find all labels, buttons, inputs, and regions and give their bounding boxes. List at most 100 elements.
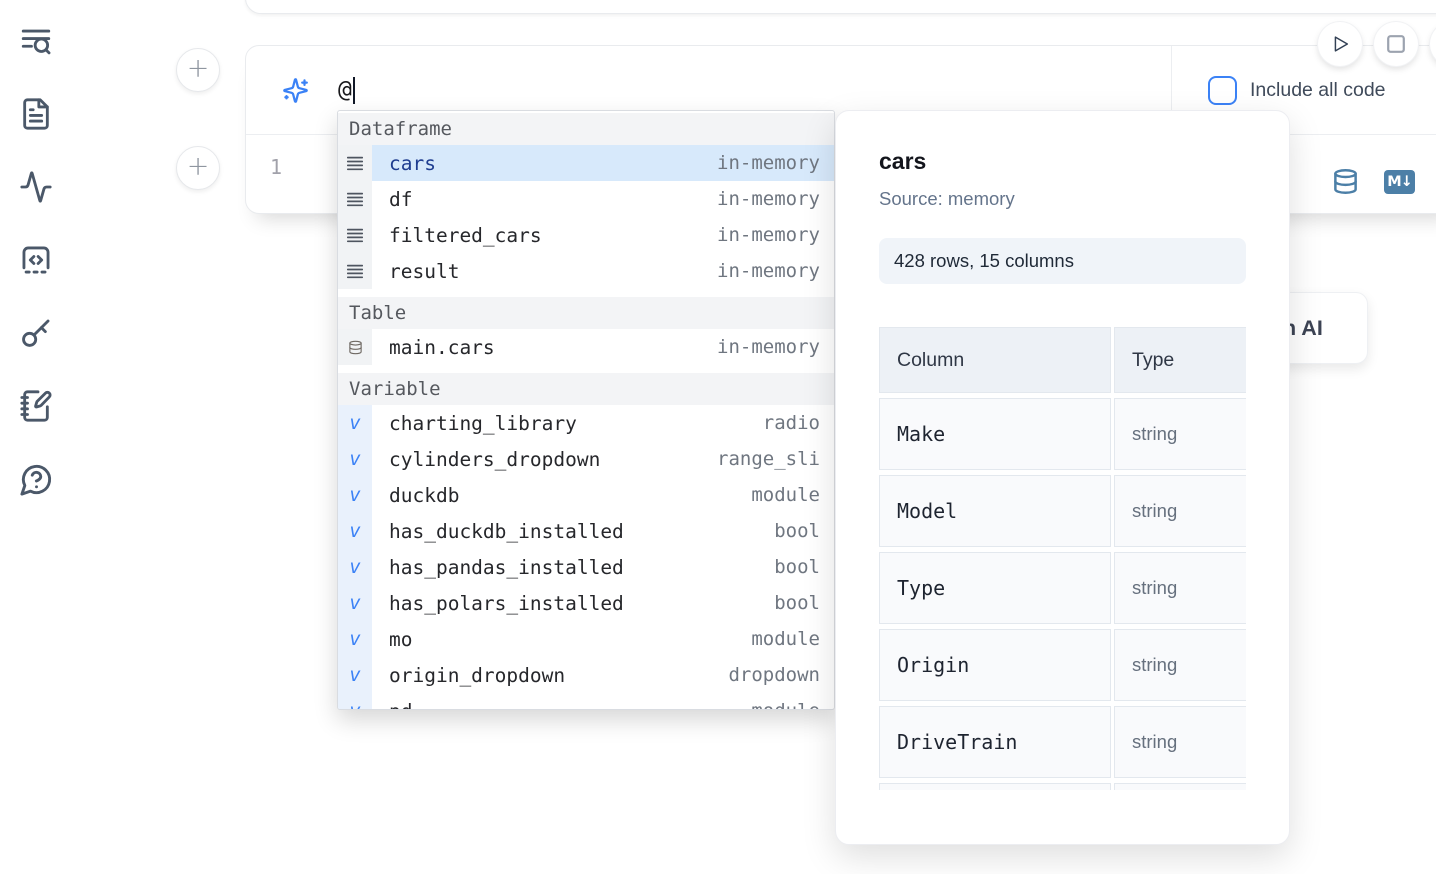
column-name-cell (879, 783, 1111, 790)
key-icon (19, 316, 53, 350)
completion-item-name: result (389, 259, 460, 283)
completion-item-name: charting_library (389, 411, 577, 435)
variable-icon: v (349, 412, 361, 434)
line-number: 1 (270, 155, 283, 179)
variable-icon: v (349, 520, 361, 542)
add-cell-below-button[interactable]: + (176, 146, 220, 190)
previous-cell-edge (245, 0, 1436, 14)
dataframe-preview-popup: cars Source: memory 428 rows, 15 columns… (835, 110, 1290, 845)
stop-icon (1385, 33, 1407, 55)
completion-item-name: filtered_cars (389, 223, 542, 247)
include-all-code-checkbox[interactable] (1208, 75, 1237, 105)
completion-row[interactable]: v pd module (338, 693, 834, 710)
code-editor-row[interactable]: 1 M↓ (246, 134, 1436, 213)
completion-row: Dataframe v (338, 113, 834, 145)
completion-row[interactable]: v origin_dropdown dropdown (338, 657, 834, 693)
markdown-icon[interactable]: M↓ (1384, 169, 1415, 194)
column-type-cell: string (1114, 552, 1246, 624)
ai-prompt-value: @ (338, 77, 352, 103)
dataframe-icon (347, 228, 363, 242)
completion-item-type: in-memory (717, 336, 820, 358)
completion-item-name: has_polars_installed (389, 591, 624, 615)
sidebar-item-secrets[interactable] (18, 315, 54, 351)
variable-icon: v (349, 592, 361, 614)
completion-item-type: in-memory (717, 224, 820, 246)
run-cell-button[interactable] (1318, 22, 1362, 66)
database-icon[interactable] (1332, 166, 1359, 197)
completion-item-type: in-memory (717, 188, 820, 210)
column-name-cell: Type (879, 552, 1111, 624)
completion-row[interactable]: v result in-memory (338, 253, 834, 289)
preview-source: Source: memory (879, 188, 1015, 209)
completion-row[interactable]: v cylinders_dropdown range_sli (338, 441, 834, 477)
completion-row[interactable]: v main.cars in-memory (338, 329, 834, 365)
completion-row[interactable]: v df in-memory (338, 181, 834, 217)
completion-row: Variable v (338, 373, 834, 405)
completion-item-name: origin_dropdown (389, 663, 566, 687)
completion-section-label: Variable (349, 378, 441, 400)
stop-button[interactable] (1374, 22, 1418, 66)
sidebar-item-dependencies[interactable] (18, 169, 54, 205)
completion-item-name: df (389, 187, 413, 211)
completion-item-name: cars (389, 151, 436, 175)
dataframe-icon (347, 264, 363, 278)
column-type-cell: string (1114, 475, 1246, 547)
completion-item-name: pd (389, 700, 412, 710)
play-icon (1329, 33, 1351, 55)
list-search-icon (19, 24, 53, 58)
completion-row[interactable]: v has_polars_installed bool (338, 585, 834, 621)
completion-item-name: cylinders_dropdown (389, 447, 601, 471)
completion-row: Table v (338, 297, 834, 329)
sidebar-item-file-explorer[interactable] (18, 23, 54, 59)
completion-row[interactable]: v charting_library radio (338, 405, 834, 441)
completion-item-type: bool (774, 592, 820, 614)
completion-item-type: module (751, 484, 820, 506)
column-name-cell: Origin (879, 629, 1111, 701)
file-text-icon (19, 97, 53, 131)
ai-prompt-options: Include all code (1171, 46, 1436, 134)
completion-row[interactable]: v cars in-memory (338, 145, 834, 181)
variable-icon: v (349, 628, 361, 650)
sidebar-item-documentation[interactable] (18, 96, 54, 132)
add-cell-above-button[interactable]: + (176, 48, 220, 92)
completion-row[interactable]: v duckdb module (338, 477, 834, 513)
sidebar-item-snippets[interactable] (18, 242, 54, 278)
activity-icon (19, 170, 53, 204)
ai-prompt-input[interactable]: @ (338, 76, 355, 104)
completion-row[interactable]: v mo module (338, 621, 834, 657)
completion-item-type: bool (774, 556, 820, 578)
column-type-cell: string (1114, 398, 1246, 470)
column-name-cell: Make (879, 398, 1111, 470)
preview-schema-table: Column Type Make string Model string Typ… (879, 327, 1246, 790)
table-database-icon (348, 340, 362, 354)
variable-icon: v (349, 484, 361, 506)
completion-row[interactable]: v has_duckdb_installed bool (338, 513, 834, 549)
notebook-pen-icon (19, 389, 53, 423)
variable-icon: v (349, 700, 360, 709)
sidebar-item-scratchpad[interactable] (18, 388, 54, 424)
code-snippets-icon (19, 243, 53, 277)
completion-item-name: has_duckdb_installed (389, 519, 624, 543)
completion-item-type: range_sli (717, 448, 820, 470)
column-header: Column (879, 327, 1111, 393)
dataframe-icon (347, 192, 363, 206)
column-type-cell (1114, 783, 1246, 790)
completion-item-type: bool (774, 520, 820, 542)
text-caret (352, 76, 355, 104)
type-header: Type (1114, 327, 1246, 393)
sparkles-icon (282, 77, 309, 104)
dataframe-icon (347, 156, 363, 170)
completion-item-type: module (751, 628, 820, 650)
completion-dropdown: Dataframe v (337, 110, 835, 710)
column-type-cell: string (1114, 706, 1246, 778)
completion-item-name: main.cars (389, 335, 495, 359)
help-chat-icon (19, 462, 54, 497)
completion-item-type: radio (762, 412, 820, 434)
completion-item-type: module (741, 700, 820, 709)
more-actions-button[interactable] (1430, 22, 1436, 66)
sidebar-item-help[interactable] (18, 461, 54, 497)
sidebar (18, 23, 54, 497)
completion-row[interactable]: v has_pandas_installed bool (338, 549, 834, 585)
completion-row[interactable]: v filtered_cars in-memory (338, 217, 834, 253)
